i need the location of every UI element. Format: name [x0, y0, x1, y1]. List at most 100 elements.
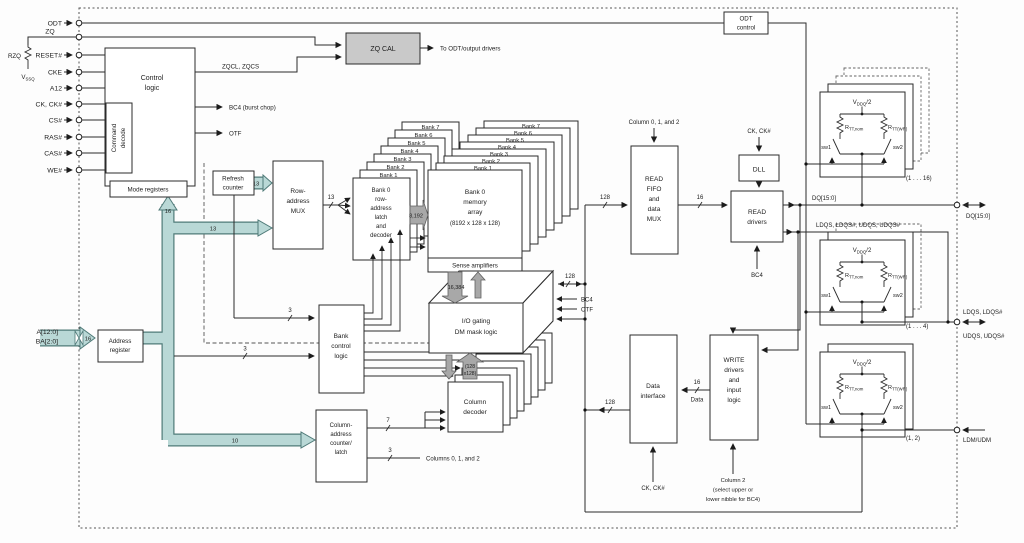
- refresh-counter-label: Refresh: [222, 176, 244, 183]
- memory-bank-tab: Bank 2: [482, 159, 500, 165]
- refresh-counter-block: Refresh counter 3: [212, 170, 314, 321]
- address-register-label: Address: [109, 338, 132, 345]
- pin-reset: RESET#: [36, 52, 63, 59]
- external-terminals: DQ[15:0] LDQS, LDQS# UDQS, UDQS# LDM/UDM: [953, 201, 1005, 444]
- svg-text:logic: logic: [334, 353, 348, 360]
- switch-sw1: [832, 138, 841, 155]
- bus-width-3: 3: [288, 308, 292, 314]
- read-fifo-label: READ: [645, 176, 663, 183]
- ldqs-external-label: LDQS, LDQS#: [963, 310, 1003, 316]
- termination-resistor: [835, 114, 845, 136]
- svg-text:drivers: drivers: [747, 219, 767, 226]
- svg-text:data: data: [648, 206, 661, 213]
- read-fifo-block: READ FIFO and data MUX Column 0, 1, and …: [629, 120, 728, 255]
- odt-count-label: (1, 2): [906, 436, 920, 442]
- svg-text:address: address: [370, 206, 391, 212]
- pin-odt: ODT: [48, 20, 62, 27]
- memory-bank-tab: Bank 4: [498, 145, 517, 151]
- dqs-terminal: [953, 318, 961, 326]
- row-latch-bank-tab: Bank 7: [421, 125, 439, 131]
- termination-resistor: [835, 374, 845, 396]
- svg-text:row-: row-: [375, 197, 387, 203]
- memory-bank-tab: Bank 1: [474, 166, 492, 172]
- read-drivers-block: READ drivers BC4: [730, 190, 784, 279]
- row-decode-bus-arrow: 8,192: [409, 199, 429, 250]
- memory-bank-tab: Bank 5: [506, 138, 524, 144]
- svg-text:counter/: counter/: [330, 441, 352, 447]
- termination-resistor: [879, 114, 889, 136]
- rtt-nom-label: RTT,nom: [845, 385, 864, 392]
- svg-text:decoder: decoder: [463, 409, 487, 416]
- svg-text:drivers: drivers: [724, 367, 744, 374]
- zq-cal-block: ZQ CAL To ODT/output drivers: [345, 32, 501, 65]
- pin-ck: CK, CK#: [36, 101, 63, 108]
- bus-width-128x: (128: [465, 364, 475, 370]
- vddq-label: VDDQ/2: [853, 248, 872, 255]
- sw2-label: sw2: [893, 293, 903, 299]
- bank0-memory-array-block: Bank 0 memory array (8192 x 128 x 128) S…: [427, 169, 523, 273]
- bus-width-13: 13: [210, 227, 216, 233]
- pin-ras: RAS#: [44, 134, 62, 141]
- bank0-row-latch-label: Bank 0: [372, 188, 391, 194]
- svg-text:decoder: decoder: [370, 233, 392, 239]
- pin-addr-ba: BA[2:0]: [36, 339, 58, 346]
- bus-width-16-write: 16: [694, 380, 701, 386]
- row-latch-bank-tab: Bank 4: [400, 149, 419, 155]
- svg-text:and: and: [729, 377, 740, 384]
- to-odt-output-drivers-label: To ODT/output drivers: [440, 46, 501, 53]
- dq-internal-label: DQ[15:0]: [812, 196, 836, 202]
- odt-control-block: ODT control: [723, 11, 807, 424]
- svg-text:(select upper or: (select upper or: [713, 488, 753, 494]
- pin-addr-a: A[12:0]: [36, 329, 58, 336]
- svg-text:logic: logic: [145, 85, 160, 92]
- svg-text:and: and: [649, 196, 660, 203]
- pin-cas: CAS#: [44, 150, 62, 157]
- ldm-terminal: [953, 426, 961, 434]
- bc4-io-label: BC4: [581, 298, 593, 304]
- sw2-label: sw2: [893, 145, 903, 151]
- column-address-counter-block: Column- address counter/ latch 7 3 Colum…: [315, 409, 480, 483]
- io-gating-label: I/O gating: [462, 318, 491, 325]
- memory-bank-tab: Bank 6: [514, 131, 532, 137]
- rtt-wr-label: RTT(WR): [888, 125, 908, 132]
- rtt-nom-label: RTT,nom: [845, 125, 864, 132]
- rtt-wr-label: RTT(WR): [888, 385, 908, 392]
- bus-width-128-io: 128: [565, 274, 576, 280]
- svg-text:input: input: [727, 387, 741, 394]
- svg-text:logic: logic: [727, 397, 741, 404]
- svg-text:control: control: [331, 343, 351, 350]
- column-012-fifo-label: Column 0, 1, and 2: [629, 120, 680, 126]
- column2-label: Column 2: [721, 478, 746, 484]
- ck-data-interface-label: CK, CK#: [641, 486, 665, 492]
- address-register-block: Address register: [97, 329, 144, 363]
- pin-cs: CS#: [49, 117, 62, 124]
- bus-width-16384: 16,384: [448, 285, 465, 291]
- switch-sw2: [883, 398, 892, 415]
- left-pins: ODT ZQ RZQ VSSQ RESET# CKE A12 CK, CK# C…: [8, 19, 724, 346]
- dq-signal-lines: DQ[15:0] LDQS, LDQS#, UDQS, UDQS#: [729, 196, 954, 432]
- vddq-label: VDDQ/2: [853, 360, 872, 367]
- termination-resistor: [835, 262, 845, 284]
- vddq-label: VDDQ/2: [853, 100, 872, 107]
- svg-text:MUX: MUX: [291, 208, 306, 215]
- ck-dll-label: CK, CK#: [747, 129, 771, 135]
- svg-text:address: address: [286, 198, 310, 205]
- sw2-label: sw2: [893, 405, 903, 411]
- data-interface-block: Data interface CK, CK# 128: [583, 334, 678, 492]
- otf-label: OTF: [229, 131, 242, 138]
- svg-text:lower nibble for BC4): lower nibble for BC4): [706, 497, 760, 503]
- bus-width-3-col: 3: [388, 448, 392, 454]
- svg-text:MUX: MUX: [647, 216, 662, 223]
- write-drivers-block: WRITE drivers and input logic Column 2 (…: [681, 334, 760, 503]
- dll-block: DLL CK, CK#: [738, 129, 780, 188]
- bus-width-7: 7: [386, 418, 390, 424]
- columns-012-label: Columns 0, 1, and 2: [426, 457, 480, 463]
- data-write-label: Data: [691, 398, 704, 404]
- bank0-memory-array-label: Bank 0: [465, 189, 486, 196]
- svg-text:array: array: [468, 209, 484, 216]
- row-address-mux-block: Row- address MUX 13: [272, 160, 351, 250]
